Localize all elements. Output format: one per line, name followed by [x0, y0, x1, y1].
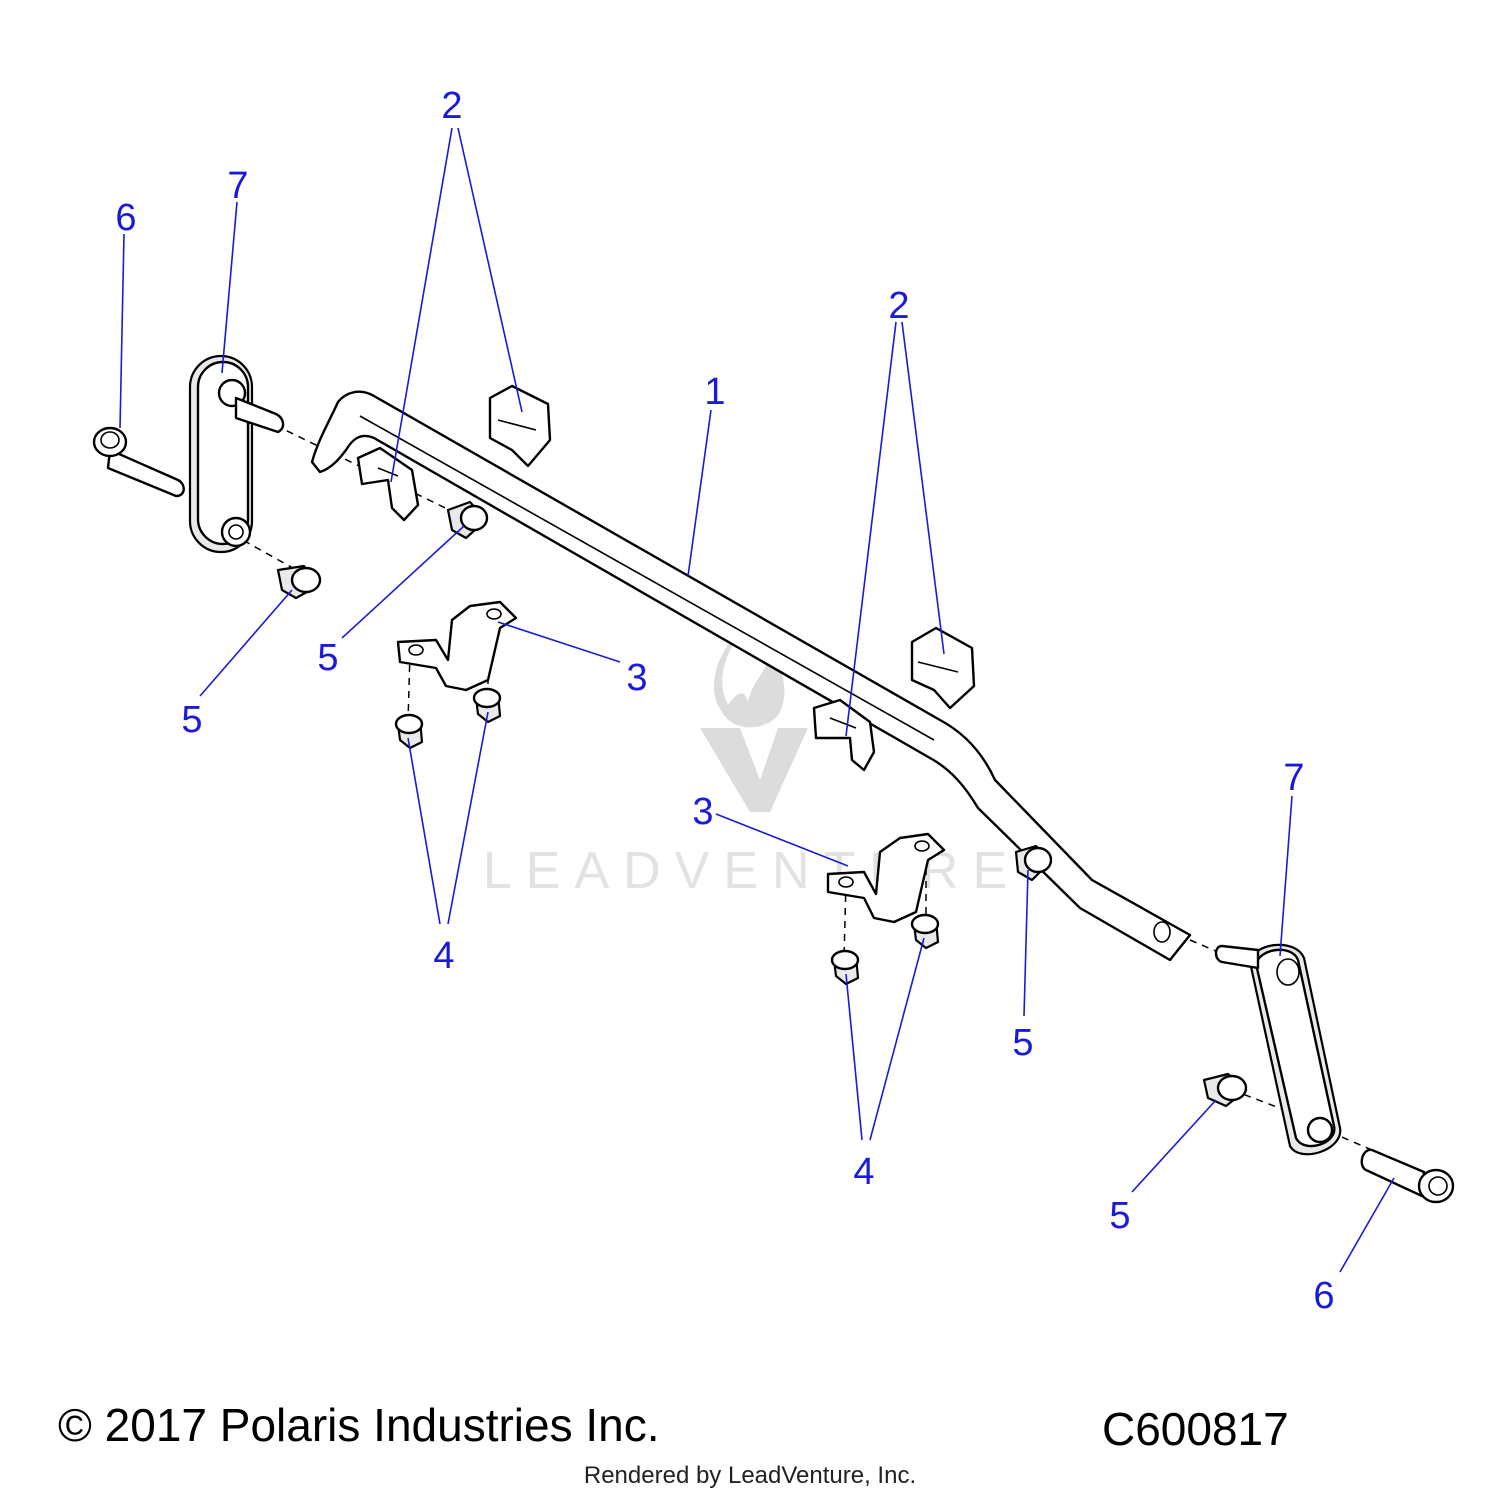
bolt-right	[1360, 1148, 1455, 1204]
callout-3: 3	[626, 657, 647, 699]
callout-labels: 2 7 6 2 1 5 5 3 4 7 3 5 4 5 6	[115, 85, 1334, 1317]
nut-2	[472, 687, 502, 724]
nut-3	[830, 949, 860, 986]
bushing-1	[356, 446, 420, 522]
callout-2: 2	[888, 285, 909, 327]
callout-2: 2	[441, 85, 462, 127]
callout-5: 5	[1109, 1195, 1130, 1237]
callout-7: 7	[227, 165, 248, 207]
link-right	[1214, 943, 1342, 1156]
callout-5: 5	[181, 699, 202, 741]
bolt-left	[92, 426, 185, 498]
callout-1: 1	[704, 371, 725, 413]
spacer-1	[276, 564, 322, 600]
callout-5: 5	[1012, 1022, 1033, 1064]
watermark-flame-icon	[713, 620, 785, 728]
bushing-4	[910, 626, 976, 710]
callout-6: 6	[1313, 1275, 1334, 1317]
spacer-2	[446, 500, 489, 540]
stabilizer-bar	[310, 390, 1192, 962]
nut-1	[394, 713, 424, 750]
callout-7: 7	[1283, 757, 1304, 799]
leader-lines	[119, 127, 1395, 1273]
spacer-3	[1014, 844, 1053, 882]
spacer-4	[1202, 1072, 1248, 1108]
callout-6: 6	[115, 197, 136, 239]
figure-code: C600817	[1102, 1403, 1289, 1455]
callout-4: 4	[433, 935, 454, 977]
clamp-right	[826, 832, 946, 924]
callout-5: 5	[317, 637, 338, 679]
bushing-2	[488, 384, 552, 468]
copyright-notice: © 2017 Polaris Industries Inc.	[58, 1399, 660, 1451]
watermark-v-logo-icon	[700, 728, 808, 812]
rendered-by-credit: Rendered by LeadVenture, Inc.	[583, 1462, 917, 1489]
link-left	[188, 354, 285, 554]
callout-3: 3	[692, 791, 713, 833]
nut-4	[910, 913, 940, 950]
callout-4: 4	[853, 1151, 874, 1193]
clamp-left	[396, 600, 518, 692]
